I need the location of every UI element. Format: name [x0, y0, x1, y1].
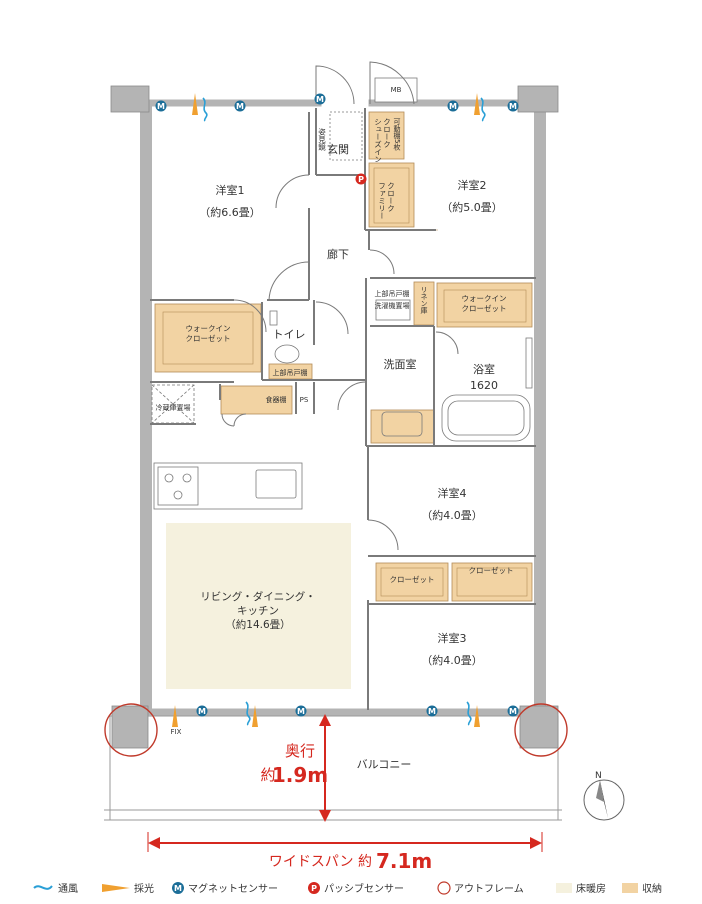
closet-4 [375, 562, 449, 602]
depth-prefix: 約 [260, 766, 275, 784]
room-western2-name: 洋室2 [458, 178, 487, 192]
svg-text:床暖房: 床暖房 [576, 882, 606, 895]
legend: 通風 採光 M マグネットセンサー P パッシブセンサー アウトフレーム 床暖房… [33, 881, 662, 895]
washer-place-label: 洗濯機置場 [375, 301, 410, 310]
span-label: ワイドスパン 約 [269, 854, 372, 870]
floor-heating-swatch [556, 883, 572, 893]
room-ldk-size: （約14.6畳） [225, 618, 290, 631]
vertical-labels: 姿見鏡 シューズイン クローク 可動棚5枚 ファミリー クローク リネン庫 [317, 118, 428, 316]
closet-3 [451, 562, 533, 602]
depth-label: 奥行 [285, 742, 315, 760]
outframe-markers [104, 703, 568, 757]
svg-text:P: P [358, 175, 364, 184]
legend-item-passive: P パッシブセンサー [308, 882, 404, 895]
family-closet [368, 162, 415, 228]
washroom-vanity [370, 409, 435, 444]
fridge-place-label: 冷蔵庫置場 [156, 403, 191, 412]
fixtures [151, 77, 533, 510]
closet4-label: クローゼット [390, 574, 435, 584]
fix-label: FIX [171, 728, 182, 736]
movable-shelf-label: 可動棚5枚 [393, 118, 401, 152]
room-bath-size: 1620 [470, 379, 498, 392]
legend-item-storage: 収納 [622, 882, 662, 895]
walkin1-line1: ウォークイン [186, 324, 231, 333]
ps-label: PS [300, 396, 309, 404]
walkin1-line2: クローゼット [186, 333, 231, 343]
legend-item-wind: 通風 [33, 883, 78, 895]
linen-label: リネン庫 [420, 286, 428, 315]
walkin2-line1: ウォークイン [462, 294, 507, 303]
room-western1-name: 洋室1 [216, 183, 245, 197]
shoes-closet-line2: クローク [383, 118, 392, 149]
mb-label: MB [391, 86, 402, 94]
span-dimension: ワイドスパン 約 7.1m [147, 832, 543, 873]
legend-item-sunlight: 採光 [102, 882, 154, 895]
room-washroom: 洗面室 [384, 357, 417, 371]
sunlight-icon [102, 884, 130, 892]
svg-text:採光: 採光 [134, 882, 154, 895]
partitions [150, 108, 536, 710]
svg-text:アウトフレーム: アウトフレーム [454, 883, 524, 895]
walkin-closet-2 [436, 282, 533, 328]
room-western3-name: 洋室3 [438, 631, 467, 645]
mirror-label: 姿見鏡 [317, 127, 326, 152]
walkin2-line2: クローゼット [462, 303, 507, 313]
upper-cabinet-toilet-label: 上部吊戸棚 [273, 368, 308, 377]
shoes-closet-line1: シューズイン [373, 118, 382, 163]
wave-icon [33, 885, 53, 890]
magnet-sensor-icon [172, 882, 184, 894]
outframe-icon [437, 881, 451, 895]
passive-sensor-icon [308, 882, 320, 894]
room-labels: 洋室1 （約6.6畳） 洋室2 （約5.0畳） 洋室4 （約4.0畳） 洋室3 … [199, 142, 503, 771]
svg-text:マグネットセンサー: マグネットセンサー [188, 882, 278, 895]
closet3-label: クローゼット [469, 565, 514, 575]
svg-text:M: M [174, 884, 182, 893]
svg-text:通風: 通風 [58, 883, 78, 895]
floor-heating-area [166, 523, 351, 689]
upper-cabinet-wash-label: 上部吊戸棚 [375, 289, 410, 298]
balcony [104, 715, 562, 821]
storage-details [162, 167, 528, 597]
family-closet-line1: ファミリー [377, 182, 386, 220]
dish-cabinet [220, 385, 293, 415]
room-western4-name: 洋室4 [438, 486, 467, 500]
compass-north-label: N [595, 771, 602, 781]
doors [221, 61, 459, 551]
depth-value: 1.9m [272, 763, 328, 787]
room-ldk-line2: キッチン [237, 605, 279, 617]
room-western3-size: （約4.0畳） [421, 653, 483, 667]
room-western4-size: （約4.0畳） [421, 508, 483, 522]
room-balcony: バルコニー [357, 758, 412, 771]
room-western2-size: （約5.0畳） [441, 200, 503, 214]
storage-swatch [622, 883, 638, 893]
family-closet-line2: クローク [387, 182, 396, 213]
room-western1-size: （約6.6畳） [199, 205, 261, 219]
outframe-columns [110, 85, 559, 749]
legend-item-floor-heating: 床暖房 [556, 882, 606, 895]
compass: N [583, 771, 625, 821]
depth-dimension: 奥行 約 1.9m [260, 714, 331, 822]
svg-text:収納: 収納 [642, 882, 662, 895]
legend-item-magnet: M マグネットセンサー [172, 882, 278, 895]
room-toilet: トイレ [273, 328, 306, 341]
span-value: 7.1m [376, 849, 432, 873]
room-bath-name: 浴室 [473, 362, 495, 376]
shoes-closet [368, 111, 405, 160]
room-entrance: 玄関 [327, 142, 349, 156]
svg-text:パッシブセンサー: パッシブセンサー [324, 882, 404, 895]
storage-areas [154, 111, 533, 602]
room-ldk-line1: リビング・ダイニング・ [200, 590, 316, 603]
legend-item-outframe: アウトフレーム [437, 881, 524, 895]
walkin-closet-1 [154, 303, 262, 373]
room-hallway: 廊下 [327, 247, 349, 261]
storage-labels: ウォークイン クローゼット ウォークイン クローゼット クローゼット クローゼッ… [156, 86, 514, 736]
passive-sensor: P [355, 173, 367, 185]
dish-cabinet-label: 食器棚 [266, 395, 287, 404]
svg-text:P: P [311, 884, 317, 893]
